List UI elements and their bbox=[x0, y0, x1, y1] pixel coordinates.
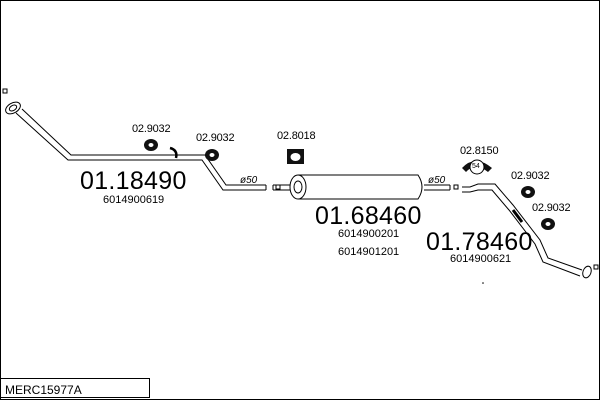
clamp-icon bbox=[462, 159, 492, 175]
fitting-label: 02.9032 bbox=[532, 202, 571, 214]
oe-number: 6014901201 bbox=[338, 246, 400, 258]
part-number: 01.68460 bbox=[315, 202, 422, 230]
rear-bracket-stub bbox=[511, 209, 524, 223]
inlet-flange-icon bbox=[5, 101, 21, 115]
fitting-label: 02.8018 bbox=[277, 130, 316, 142]
dot-marker bbox=[482, 282, 484, 284]
connector-marker bbox=[593, 264, 599, 270]
oe-number: 6014900621 bbox=[450, 253, 512, 265]
oe-number: 6014900201 bbox=[338, 228, 400, 240]
hanger-icon bbox=[144, 139, 158, 151]
oe-number: 6014900619 bbox=[103, 194, 165, 206]
hanger-icon bbox=[521, 186, 535, 198]
fitting-label: 02.9032 bbox=[132, 123, 171, 135]
bracket-hook-icon bbox=[169, 146, 178, 159]
rear-pipe-drawing bbox=[462, 183, 592, 279]
part-number: 01.78460 bbox=[426, 228, 533, 256]
connector-marker bbox=[453, 184, 459, 190]
fitting-label: 02.9032 bbox=[511, 170, 550, 182]
middle-silencer-drawing bbox=[272, 174, 451, 200]
connector-marker bbox=[275, 184, 281, 190]
tailpipe-end-icon bbox=[582, 265, 592, 279]
fitting-label: 02.9032 bbox=[196, 132, 235, 144]
bracket-icon bbox=[287, 149, 304, 164]
diameter-label: ø50 bbox=[240, 175, 258, 186]
fitting-label: 02.8150 bbox=[460, 145, 499, 157]
model-code: MERC15977A bbox=[5, 383, 82, 397]
diameter-label: ø50 bbox=[428, 175, 446, 186]
connector-marker bbox=[2, 88, 8, 94]
model-code-box: MERC15977A bbox=[0, 378, 150, 398]
part-number: 01.18490 bbox=[80, 167, 187, 195]
clamp-number: 54 bbox=[472, 163, 480, 170]
hanger-icon bbox=[205, 149, 219, 161]
hanger-icon bbox=[541, 218, 555, 230]
